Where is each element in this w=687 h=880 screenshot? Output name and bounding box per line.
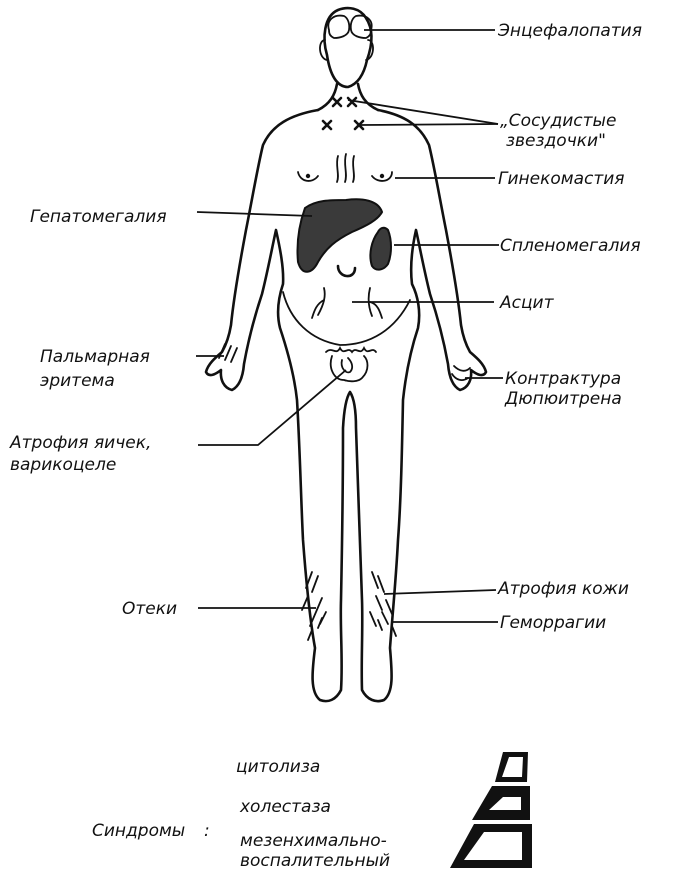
label-spider-line-1: „Сосудистые xyxy=(500,111,616,131)
x-mark-2 xyxy=(348,98,356,106)
label-testes-line-2: варикоцеле xyxy=(10,455,116,475)
label-skin-atrophy: Атрофия кожи xyxy=(497,579,629,599)
leader-spider-1 xyxy=(348,100,498,124)
label-dupuytren-line-2: Дюпюитрена xyxy=(504,389,622,409)
leader-spider-2 xyxy=(360,124,498,125)
legend: Синдромы : цитолиза холестаза мезенхимал… xyxy=(92,752,532,871)
x-mark-1 xyxy=(333,98,341,106)
x-mark-3 xyxy=(323,121,331,129)
label-ascites: Асцит xyxy=(499,293,555,313)
pubic-hair xyxy=(326,348,376,352)
sternum-stroke-1 xyxy=(337,156,338,182)
palmar-erythema-marks xyxy=(219,344,237,362)
liver-shape xyxy=(297,199,382,271)
label-palmar-line-1: Пальмарная xyxy=(40,347,150,367)
leg-hatching xyxy=(302,572,396,640)
ascites-vein-right xyxy=(369,288,382,318)
legend-colon: : xyxy=(204,821,210,841)
legend-title: Синдромы xyxy=(92,821,185,841)
label-encephalopathy: Энцефалопатия xyxy=(497,21,642,41)
leader-testes xyxy=(198,370,346,445)
legend-symbol-cytolysis xyxy=(495,752,528,782)
organs xyxy=(297,199,391,271)
leader-lines xyxy=(196,30,503,622)
right-nipple-dot xyxy=(380,174,384,178)
sternum-stroke-3 xyxy=(353,156,354,182)
leader-hepatomegaly xyxy=(197,212,312,216)
leader-skin-atrophy xyxy=(384,590,496,594)
legend-item-mesenchymal-line-2: воспалительный xyxy=(240,851,390,871)
left-nipple-dot xyxy=(306,174,310,178)
spleen-shape xyxy=(370,228,391,270)
legend-item-cholestasis: холестаза xyxy=(239,797,331,817)
label-gynecomastia: Гинекомастия xyxy=(498,169,625,189)
label-palmar-line-2: эритема xyxy=(40,371,115,391)
label-edema: Отеки xyxy=(122,599,177,619)
ascites-vein-left xyxy=(312,288,325,318)
label-testes-line-1: Атрофия яичек, xyxy=(9,433,151,453)
label-hepatomegaly: Гепатомегалия xyxy=(30,207,167,227)
legend-item-mesenchymal-line-1: мезенхимально- xyxy=(240,831,387,851)
legend-item-cytolysis: цитолиза xyxy=(236,757,320,777)
sternum-stroke-2 xyxy=(345,154,346,182)
neck-right xyxy=(358,84,378,110)
label-hemorrhage: Геморрагии xyxy=(500,613,606,633)
penis xyxy=(342,358,353,372)
label-dupuytren-line-1: Контрактура xyxy=(505,369,621,389)
legend-symbol-cholestasis xyxy=(472,786,530,820)
body-figure xyxy=(206,8,486,701)
label-splenomegaly: Спленомегалия xyxy=(500,236,641,256)
labels: Энцефалопатия „Сосудистые звездочки" Гин… xyxy=(9,21,642,633)
navel xyxy=(338,266,355,276)
legend-symbol-mesenchymal xyxy=(450,824,532,868)
abdomen-curve xyxy=(283,292,410,345)
label-spider-line-2: звездочки" xyxy=(506,131,606,151)
